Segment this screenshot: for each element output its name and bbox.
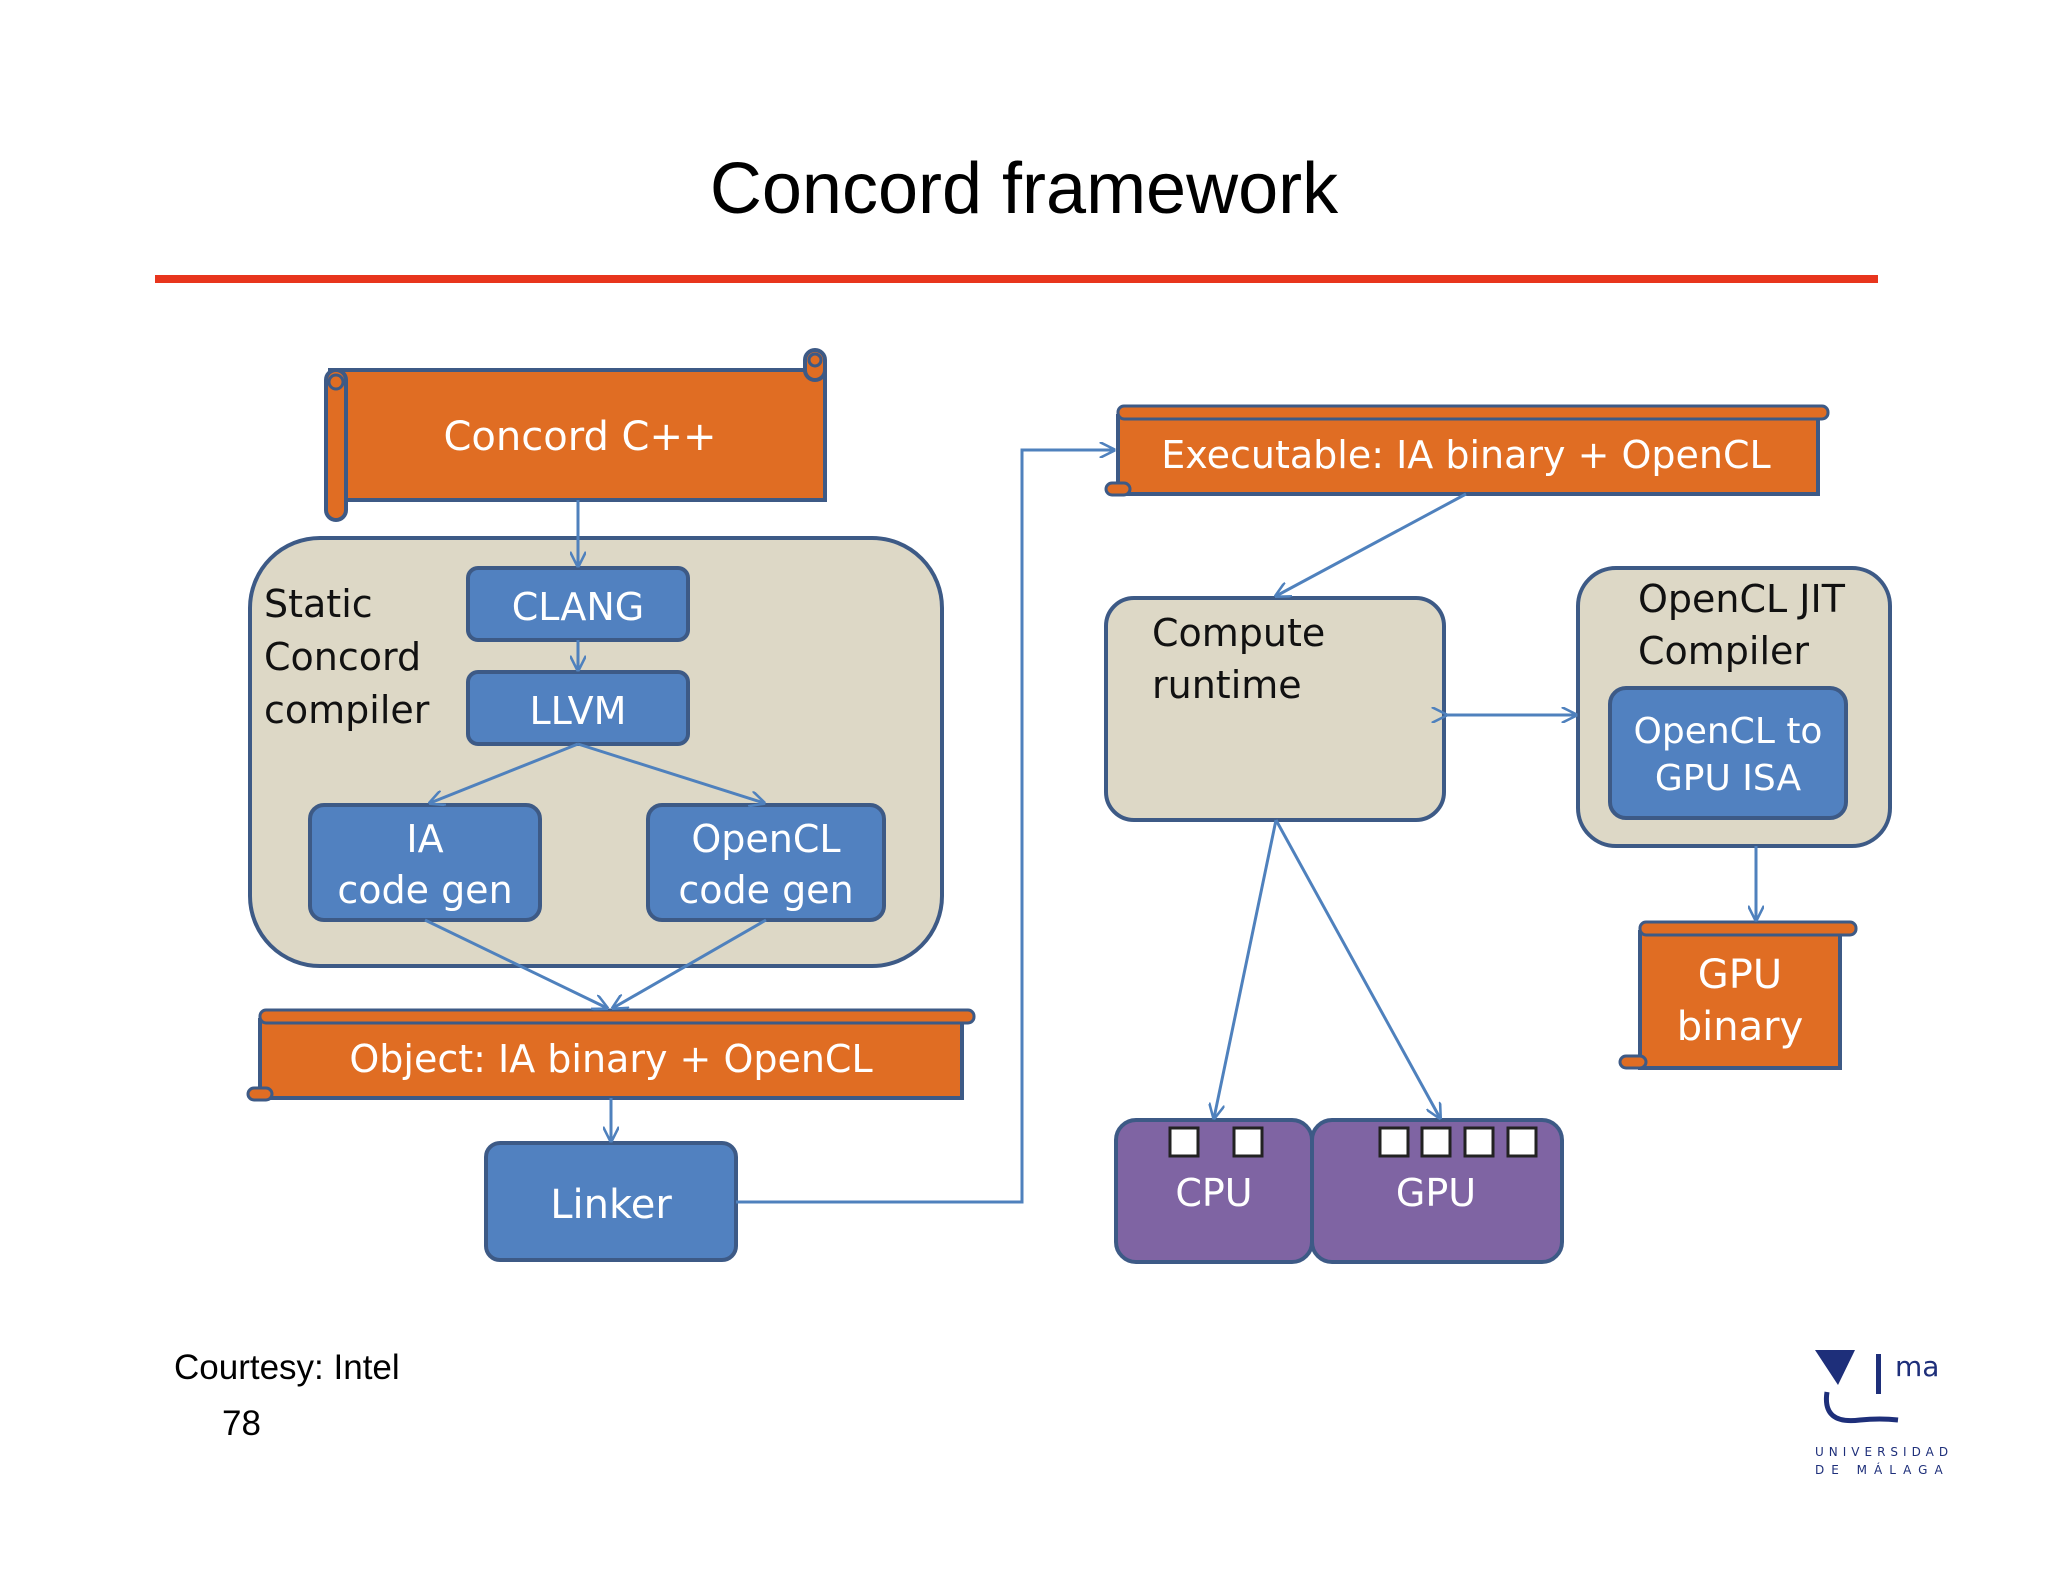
arrow-executable-to-runtime [1276, 492, 1467, 596]
cpu-core-icon [1232, 1126, 1264, 1158]
ia-codegen-label-1: IA [406, 817, 443, 861]
cpu-label: CPU [1175, 1171, 1252, 1215]
uma-logo-mark: ma [1895, 1350, 1939, 1383]
uma-logo: ma UNIVERSIDAD DE MÁLAGA [1815, 1350, 1953, 1477]
opencl-codegen-label-1: OpenCL [691, 817, 840, 861]
jit-compiler-label-2: Compiler [1638, 629, 1809, 673]
clang-box: CLANG [466, 566, 690, 642]
title-underline [155, 275, 1878, 283]
opencl-to-gpu-label-2: GPU ISA [1655, 758, 1802, 799]
static-compiler-label-2: Concord [264, 635, 421, 679]
concord-cpp-label: Concord C++ [443, 414, 716, 460]
arrow-llvm-to-ia [430, 742, 579, 803]
compute-runtime-label-2: runtime [1152, 663, 1302, 707]
uma-logo-line1: UNIVERSIDAD [1815, 1445, 1953, 1459]
gpu-core-icon [1506, 1126, 1538, 1158]
gpu-core-icon [1463, 1126, 1495, 1158]
uma-logo-mark-icon [1815, 1350, 1855, 1385]
compute-runtime-box: Compute runtime [1104, 596, 1446, 822]
gpu-binary-scroll: GPU binary [1618, 920, 1858, 1070]
linker-label: Linker [550, 1182, 672, 1228]
page-number: 78 [222, 1404, 261, 1443]
static-compiler-label-3: compiler [264, 688, 430, 732]
executable-label: Executable: IA binary + OpenCL [1161, 433, 1770, 477]
cpu-core-icon [1168, 1126, 1200, 1158]
executable-scroll: Executable: IA binary + OpenCL [1104, 404, 1830, 497]
arrow-opencl-to-object [613, 918, 767, 1008]
llvm-label: LLVM [530, 689, 627, 733]
clang-label: CLANG [512, 585, 644, 629]
object-scroll: Object: IA binary + OpenCL [246, 1008, 976, 1102]
gpu-binary-label-1: GPU [1698, 952, 1782, 998]
arrow-linker-to-executable [736, 450, 1114, 1204]
arrow-llvm-to-opencl [577, 742, 764, 803]
opencl-codegen-box: OpenCL code gen [646, 803, 886, 922]
concord-cpp-scroll: Concord C++ [324, 348, 827, 522]
object-label: Object: IA binary + OpenCL [349, 1037, 872, 1081]
gpu-binary-label-2: binary [1677, 1004, 1803, 1050]
gpu-device: GPU [1310, 1118, 1564, 1264]
arrow-runtime-to-gpu [1274, 819, 1440, 1118]
connectors [424, 450, 1756, 1204]
gpu-core-icon [1378, 1126, 1410, 1158]
courtesy-note: Courtesy: Intel [174, 1348, 400, 1387]
llvm-box: LLVM [466, 670, 690, 746]
gpu-label: GPU [1396, 1171, 1476, 1215]
static-compiler-label-1: Static [264, 582, 373, 626]
arrow-runtime-to-cpu [1214, 819, 1278, 1118]
compute-runtime-label-1: Compute [1152, 611, 1325, 655]
opencl-to-gpu-box: OpenCL to GPU ISA [1608, 686, 1848, 820]
arrow-ia-to-object [424, 918, 607, 1008]
ia-codegen-label-2: code gen [337, 868, 512, 912]
opencl-codegen-label-2: code gen [678, 868, 853, 912]
opencl-to-gpu-label-1: OpenCL to [1634, 711, 1823, 752]
uma-logo-line2: DE MÁLAGA [1815, 1462, 1950, 1477]
linker-box: Linker [484, 1141, 738, 1262]
slide-title: Concord framework [709, 149, 1339, 229]
cpu-device: CPU [1114, 1118, 1314, 1264]
ia-codegen-box: IA code gen [308, 803, 542, 922]
jit-compiler-label-1: OpenCL JIT [1638, 577, 1846, 621]
gpu-core-icon [1420, 1126, 1452, 1158]
